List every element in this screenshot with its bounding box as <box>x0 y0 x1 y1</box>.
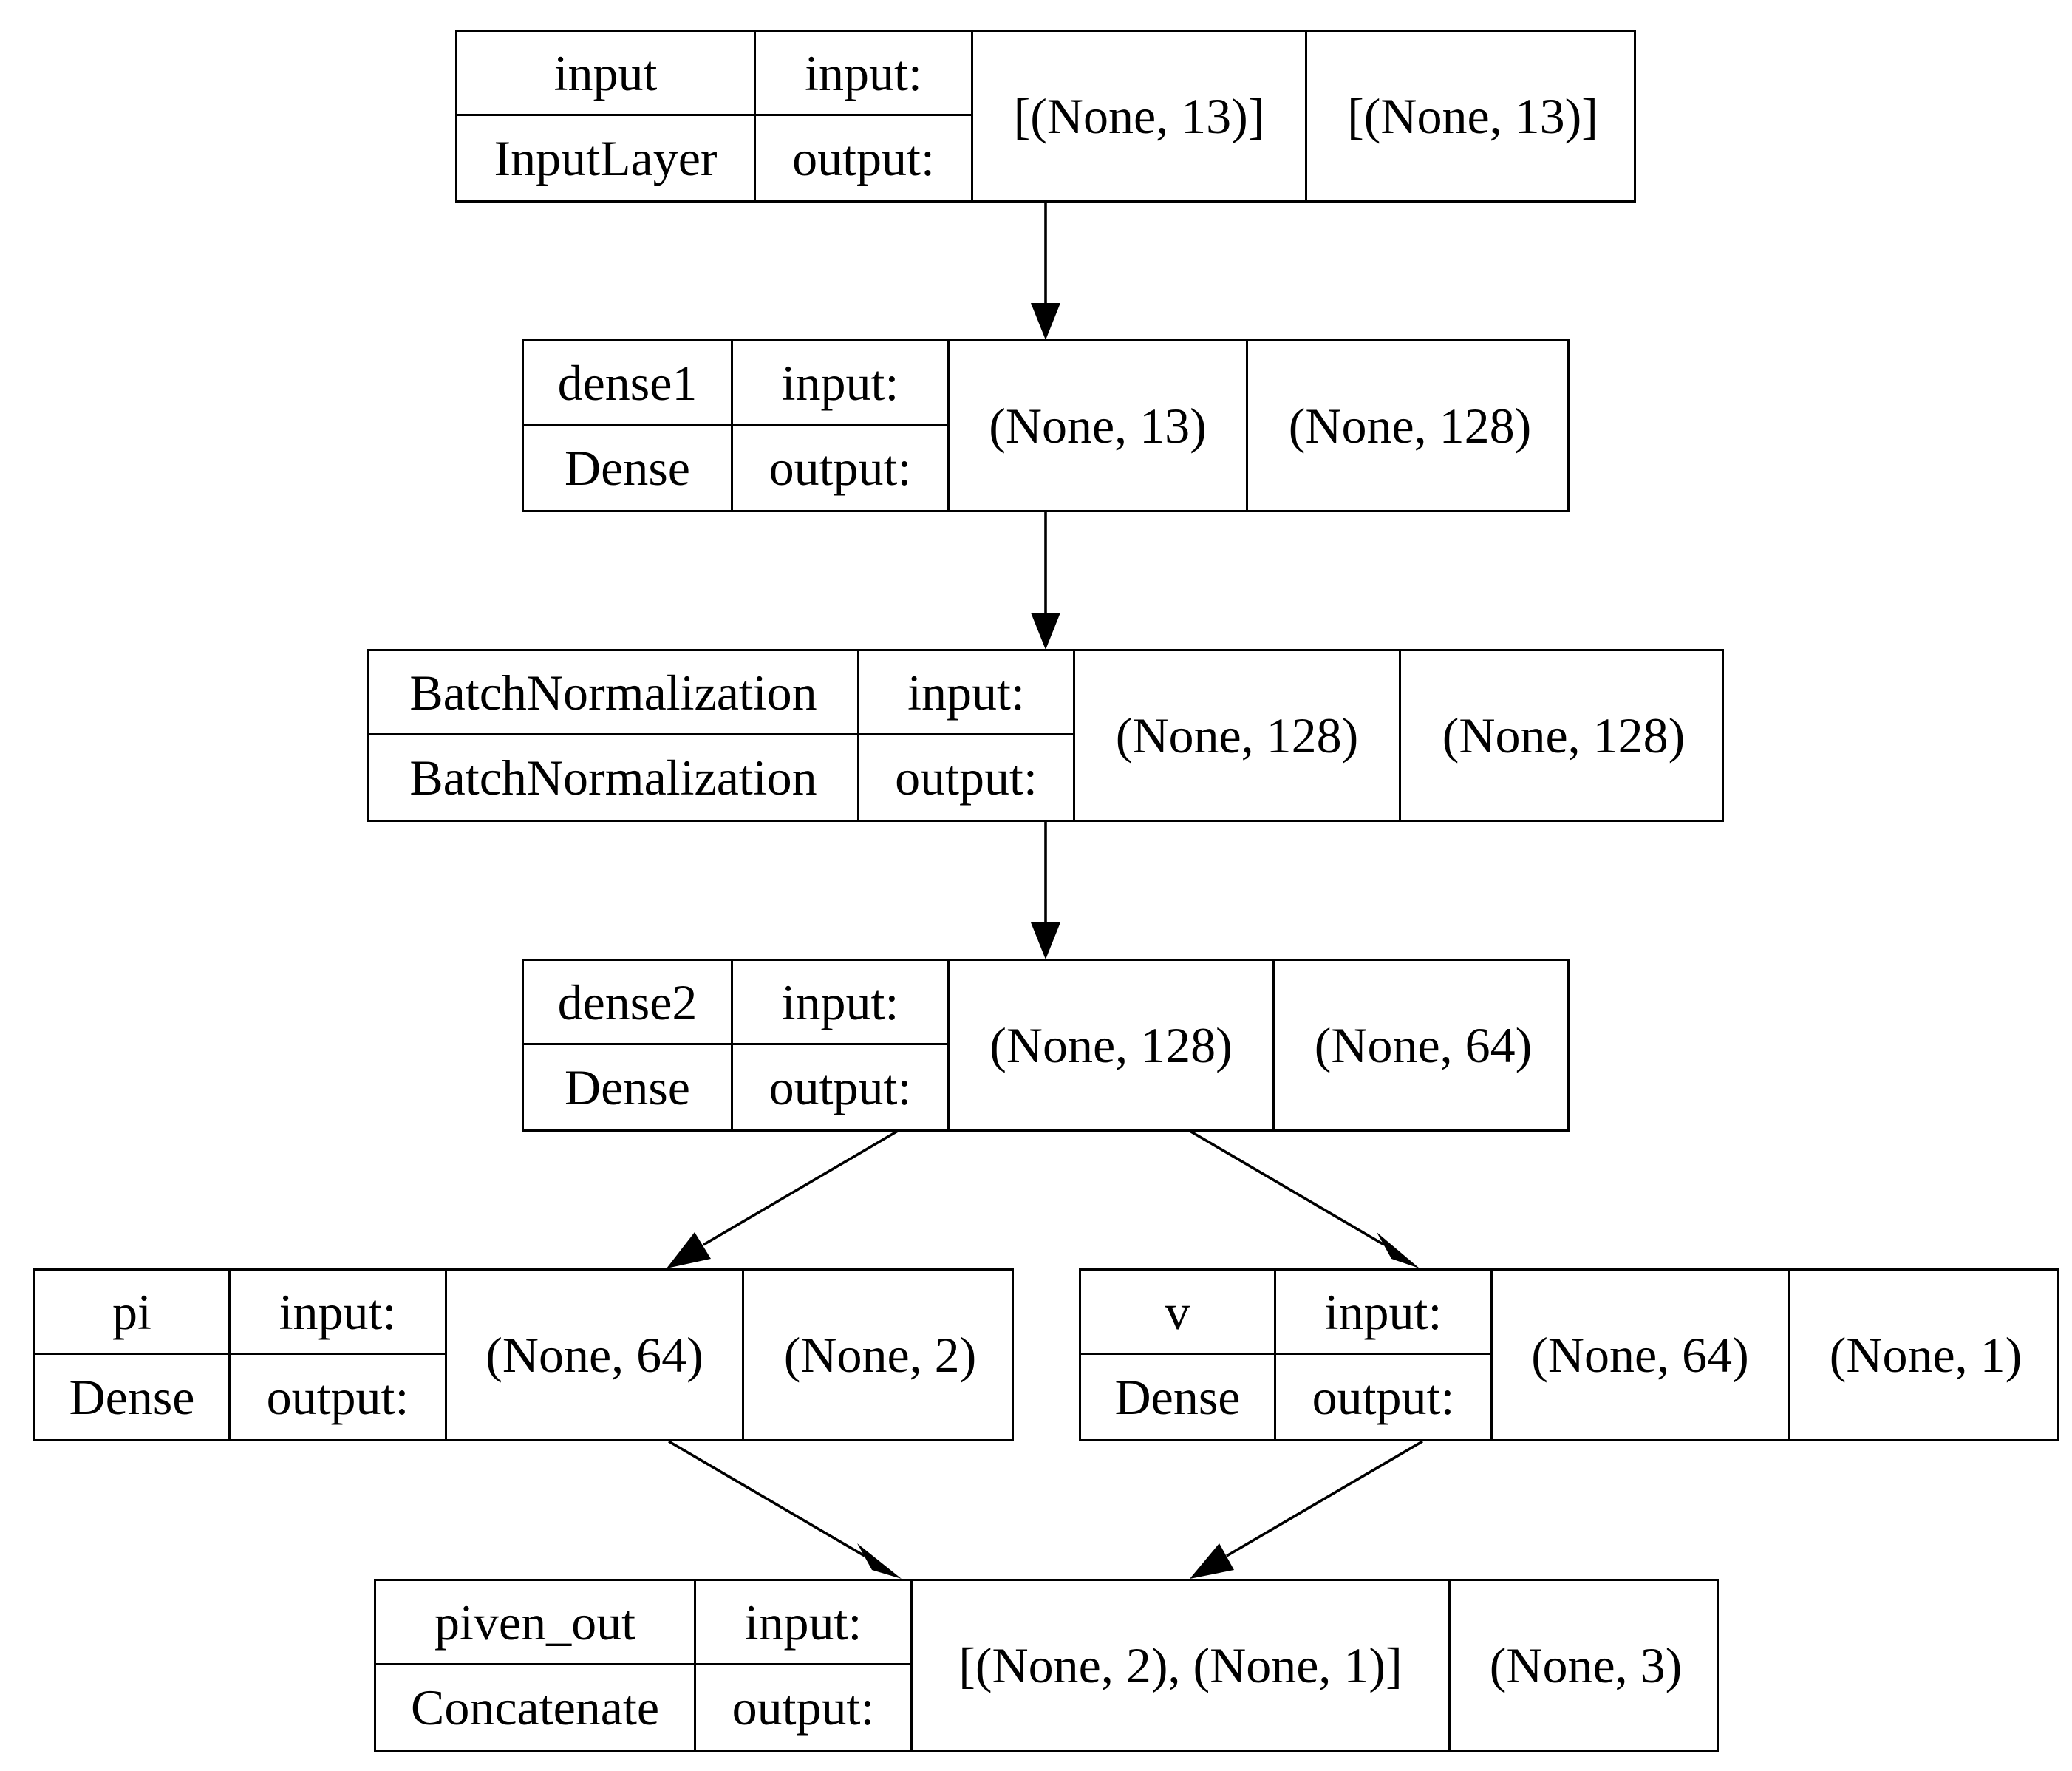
edge-dense1-to-batchnorm <box>1031 511 1060 650</box>
input-shape: (None, 64) <box>1493 1271 1790 1439</box>
layer-name: dense2 <box>524 961 733 1045</box>
layer-name: input <box>457 32 756 116</box>
input-label: input: <box>231 1271 447 1355</box>
node-piven-out: piven_out input: [(None, 2), (None, 1)] … <box>374 1579 1719 1752</box>
layer-name: BatchNormalization <box>369 651 859 735</box>
edge-pi-to-piven-out <box>668 1440 902 1579</box>
output-label: output: <box>696 1665 913 1750</box>
output-label: output: <box>859 735 1075 820</box>
input-shape: (None, 13) <box>950 341 1248 510</box>
input-label: input: <box>756 32 973 116</box>
node-batchnorm: BatchNormalization input: (None, 128) (N… <box>367 649 1724 822</box>
output-shape: (None, 3) <box>1489 1637 1683 1693</box>
input-shape: [(None, 13)] <box>973 32 1307 200</box>
output-label: output: <box>231 1355 447 1439</box>
input-shape: [(None, 2), (None, 1)] <box>913 1581 1451 1750</box>
input-label: input: <box>696 1581 913 1665</box>
edge-v-to-piven-out <box>1190 1440 1423 1579</box>
node-v: v input: (None, 64) (None, 1) Dense outp… <box>1079 1268 2059 1441</box>
edge-batchnorm-to-dense2 <box>1031 821 1060 959</box>
edge-input-to-dense1 <box>1031 202 1060 340</box>
output-shape: [(None, 13)] <box>1347 88 1598 144</box>
output-shape: (None, 128) <box>1442 707 1686 764</box>
input-shape: (None, 128) <box>1075 651 1401 820</box>
input-label: input: <box>1276 1271 1493 1355</box>
output-label: output: <box>756 116 973 200</box>
node-pi: pi input: (None, 64) (None, 2) Dense out… <box>33 1268 1014 1441</box>
layer-type: Dense <box>524 426 733 510</box>
layer-type: InputLayer <box>457 116 756 200</box>
output-label: output: <box>733 1045 950 1129</box>
output-label: output: <box>1276 1355 1493 1439</box>
input-label: input: <box>733 961 950 1045</box>
input-label: input: <box>859 651 1075 735</box>
layer-type: Dense <box>1081 1355 1276 1439</box>
layer-name: v <box>1081 1271 1276 1355</box>
layer-name: dense1 <box>524 341 733 426</box>
node-dense1: dense1 input: (None, 13) (None, 128) Den… <box>522 339 1570 512</box>
output-label: output: <box>733 426 950 510</box>
layer-type: BatchNormalization <box>369 735 859 820</box>
layer-name: piven_out <box>376 1581 696 1665</box>
layer-type: Dense <box>524 1045 733 1129</box>
input-shape: (None, 64) <box>447 1271 744 1439</box>
output-shape: (None, 2) <box>783 1327 977 1383</box>
input-label: input: <box>733 341 950 426</box>
input-shape: (None, 128) <box>950 961 1275 1129</box>
output-shape: (None, 64) <box>1314 1017 1533 1073</box>
output-shape: (None, 128) <box>1288 398 1532 454</box>
edge-dense2-to-pi <box>667 1129 899 1268</box>
edge-dense2-to-v <box>1189 1129 1420 1268</box>
node-input: input input: [(None, 13)] [(None, 13)] I… <box>455 30 1636 203</box>
node-dense2: dense2 input: (None, 128) (None, 64) Den… <box>522 959 1570 1132</box>
output-shape: (None, 1) <box>1829 1327 2022 1383</box>
layer-name: pi <box>35 1271 231 1355</box>
layer-type: Concatenate <box>376 1665 696 1750</box>
layer-type: Dense <box>35 1355 231 1439</box>
